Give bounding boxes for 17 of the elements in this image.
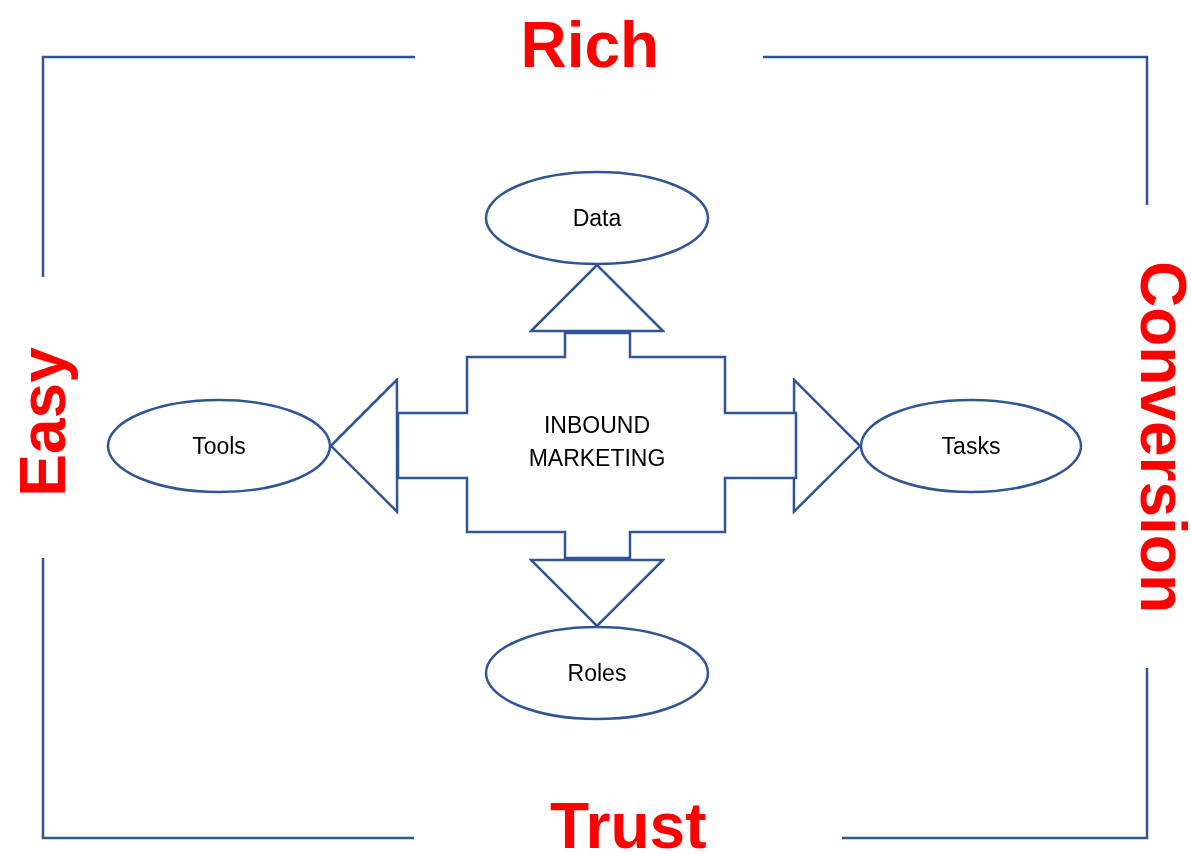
- block-arrow: [792, 378, 862, 513]
- side-label: Conversion: [1131, 260, 1191, 614]
- block-arrow: [529, 263, 665, 334]
- ellipse-node: [107, 399, 331, 493]
- node-label: Data: [572, 203, 622, 233]
- ellipse-node: [485, 171, 709, 265]
- side-label: Rich: [520, 13, 660, 77]
- node-label: Tasks: [941, 431, 1001, 461]
- ellipse-node: [485, 626, 709, 720]
- node-label: INBOUND MARKETING: [527, 411, 667, 473]
- ellipse-node: [860, 399, 1082, 493]
- block-arrow: [529, 557, 665, 628]
- block-arrow: [329, 378, 399, 513]
- side-label: Trust: [550, 794, 707, 855]
- node-label: Roles: [567, 658, 627, 688]
- cross-arrow-shape: [398, 333, 796, 558]
- node-label: Tools: [192, 431, 246, 461]
